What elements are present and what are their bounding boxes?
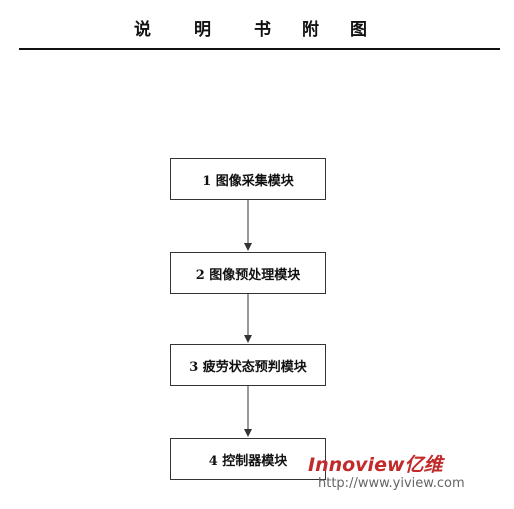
- flow-step-label: 4 控制器模块: [208, 453, 288, 469]
- flow-step-fatigue-prediction: 3 疲劳状态预判模块: [170, 344, 326, 386]
- flow-step-image-capture: 1 图像采集模块: [170, 158, 326, 200]
- title-char: 说: [134, 20, 151, 40]
- flow-step-label: 1 图像采集模块: [202, 173, 294, 189]
- watermark: Innoview亿维 http://www.yiview.com: [308, 450, 508, 500]
- page-title: 说 明 书 附 图: [0, 18, 514, 42]
- flow-step-image-preprocess: 2 图像预处理模块: [170, 252, 326, 294]
- watermark-brand: Innoview亿维: [308, 454, 443, 476]
- watermark-url: http://www.yiview.com: [318, 476, 465, 491]
- flow-step-controller: 4 控制器模块: [170, 438, 326, 480]
- header-rule: [19, 48, 500, 50]
- flow-step-label: 3 疲劳状态预判模块: [189, 359, 307, 375]
- title-char: 附: [302, 20, 319, 40]
- title-char: 书: [254, 20, 271, 40]
- flow-step-label: 2 图像预处理模块: [195, 267, 301, 283]
- title-char: 图: [350, 20, 367, 40]
- title-char: 明: [194, 20, 211, 40]
